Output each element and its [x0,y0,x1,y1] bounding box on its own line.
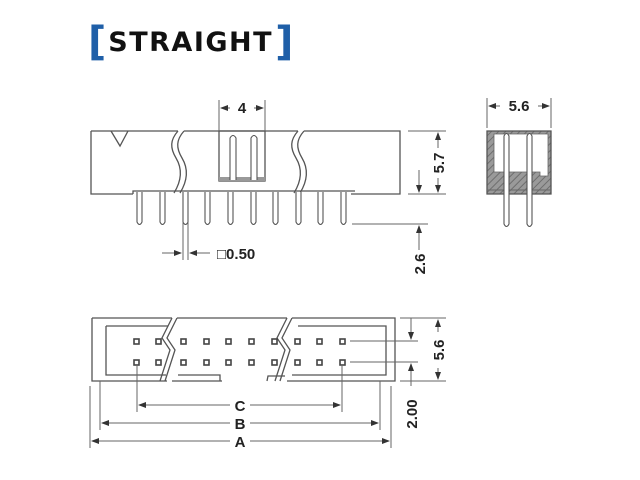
front-pins [136,192,347,226]
front-pitch-label: 4 [238,100,247,117]
front-view: 4 □0.50 5.7 2.6 [90,100,448,275]
height-label: 5.7 [431,153,448,174]
title: [ STRAIGHT ] [88,22,293,62]
title-bracket-open: [ [88,19,107,65]
top-pins-row-1 [133,338,346,345]
key-triangle-icon [110,130,129,148]
tail-label: 2.6 [412,254,429,275]
side-width-label: 5.6 [509,98,530,115]
top-pins-row-2 [133,359,346,366]
top-width-label: 5.6 [431,340,448,361]
top-view: 2.00 5.6 C B A [89,317,448,451]
dimension-a-label: A [235,434,246,451]
dimension-c-label: C [235,398,246,415]
row-pitch-label: 2.00 [404,399,421,428]
title-bracket-close: ] [275,19,294,65]
title-text: STRAIGHT [108,26,274,58]
dimension-b-label: B [235,416,246,433]
side-view: 5.6 [486,98,552,228]
pin-size-label: □0.50 [217,246,255,263]
